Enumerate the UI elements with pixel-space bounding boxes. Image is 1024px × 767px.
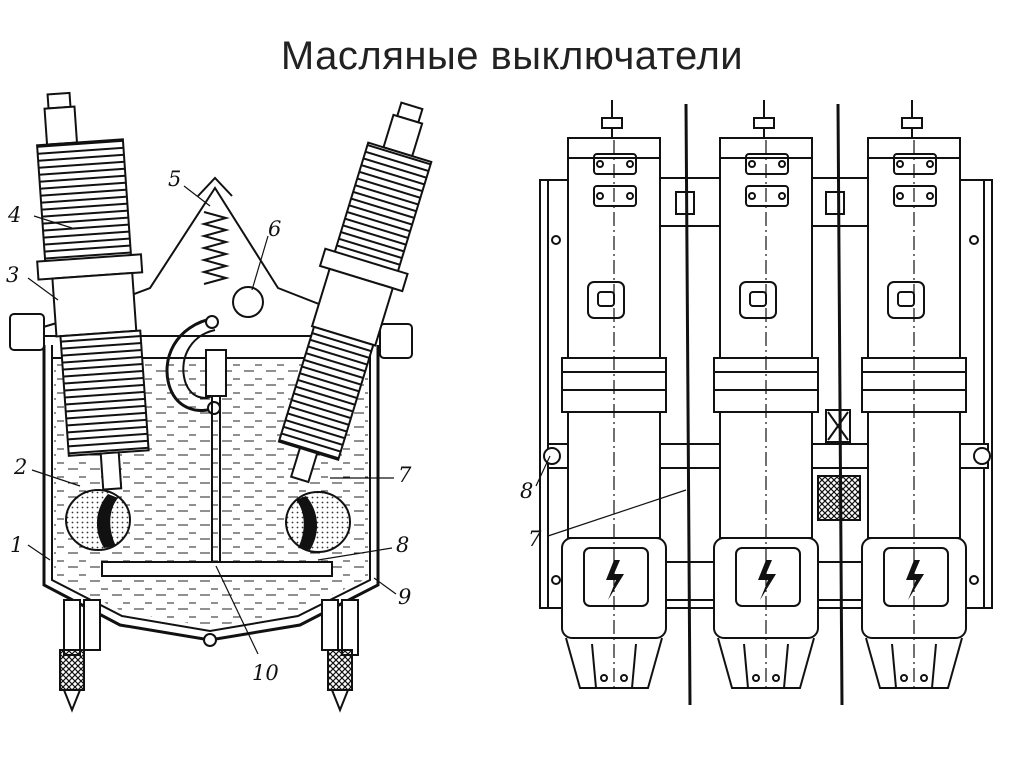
callout-1: 1 [10,533,23,557]
callout-right-8: 8 [520,479,533,503]
right-three-pole-breaker: 8 7 [520,100,993,706]
leader-lines-left [27,185,397,655]
pole-3 [861,100,967,690]
lever [165,316,216,412]
bushing-left [36,91,150,491]
lift-rod [205,349,227,397]
callout-4: 4 [7,203,21,227]
left-oil-breaker-section: 1 2 3 4 5 6 7 8 9 10 [6,91,433,713]
coupling-spring [817,475,861,521]
insulating-rod-1 [684,103,692,706]
callout-9: 9 [398,585,411,609]
callout-3: 3 [6,263,19,287]
callout-2: 2 [13,455,27,479]
spring [200,211,230,285]
fixed-contact-right [285,491,351,553]
callout-right-7: 7 [528,527,542,551]
insulating-rod-2 [836,103,844,706]
support-leg-left [59,599,101,713]
callout-7: 7 [398,463,412,487]
callout-5: 5 [168,167,181,191]
pole-1 [561,100,667,690]
callout-6: 6 [268,217,281,241]
callout-8: 8 [396,533,409,557]
support-leg-right [321,599,359,713]
callout-10: 10 [252,661,279,685]
pole-2 [713,100,819,690]
cam [232,286,264,318]
bushing-right [277,101,433,484]
slide-title: Масляные выключатели [280,34,744,78]
